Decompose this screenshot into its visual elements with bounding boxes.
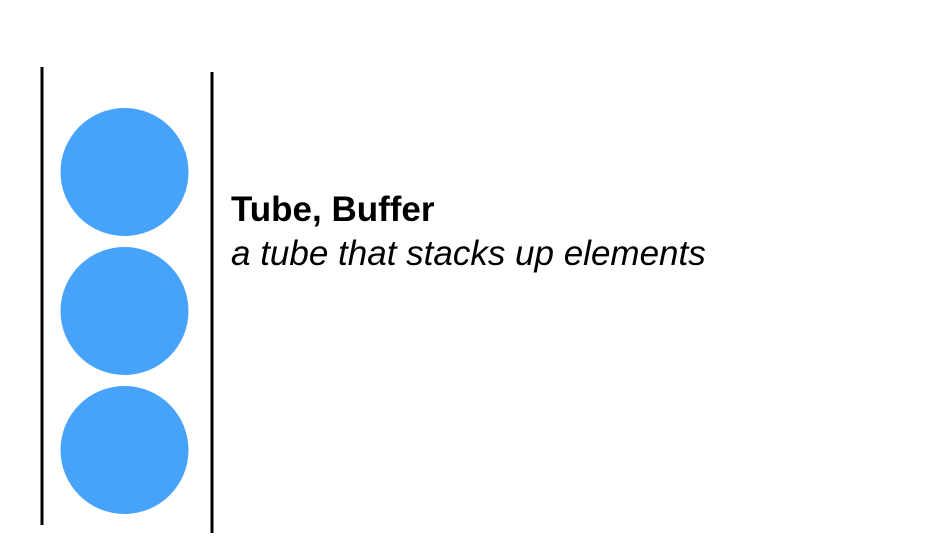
caption-subtitle: a tube that stacks up elements [231, 234, 706, 273]
caption: Tube, Buffer a tube that stacks up eleme… [231, 188, 706, 276]
buffer-element-1 [60, 108, 189, 236]
buffer-element-3 [60, 386, 189, 514]
tube-illustration [40, 67, 214, 533]
caption-title: Tube, Buffer [231, 190, 435, 229]
buffer-element-2 [60, 247, 189, 375]
